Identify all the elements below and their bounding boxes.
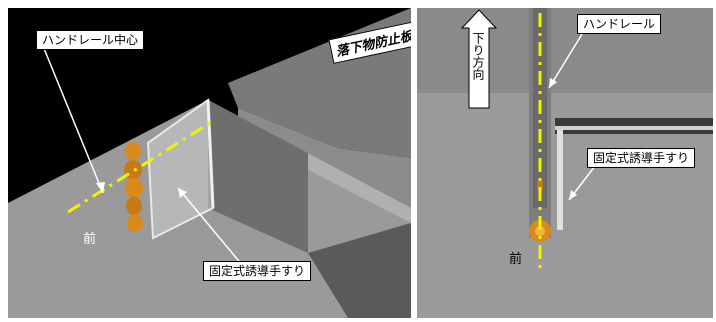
label-guide-rail-left: 固定式誘導手すり [203, 261, 312, 281]
pointer-handrail [548, 25, 588, 89]
pointer-guide-rail-right-head [569, 190, 577, 200]
upper-area [417, 8, 713, 93]
guide-rail-post [206, 99, 215, 209]
direction-arrow [460, 9, 498, 109]
pointer-handrail-head [549, 78, 557, 88]
right-top-view: ハンドレール 固定式誘導手すり 前 下り方向 [417, 8, 713, 318]
left-3d-view: ハンドレール中心 固定式誘導手すり 前 落下物防止板 [8, 8, 411, 318]
right-scene [417, 8, 713, 318]
pointer-guide-rail-head [178, 188, 187, 198]
label-handrail: ハンドレール [577, 14, 662, 34]
drop-prevention-board [208, 100, 308, 253]
guide-rail-top [557, 130, 563, 230]
pointer-centerline [42, 45, 104, 194]
person-top [529, 180, 551, 242]
pointer-centerline-head [96, 182, 105, 193]
drop-board-edge [555, 126, 713, 130]
lower-step-region [308, 223, 411, 318]
label-guide-rail-right: 固定式誘導手すり [587, 148, 696, 168]
label-handrail-center: ハンドレール中心 [36, 30, 145, 50]
upper-steps [238, 108, 411, 208]
label-front-left: 前 [83, 232, 97, 247]
label-direction: 下り方向 [471, 32, 485, 80]
label-front-right: 前 [509, 252, 523, 267]
pointer-guide-rail [177, 187, 244, 267]
